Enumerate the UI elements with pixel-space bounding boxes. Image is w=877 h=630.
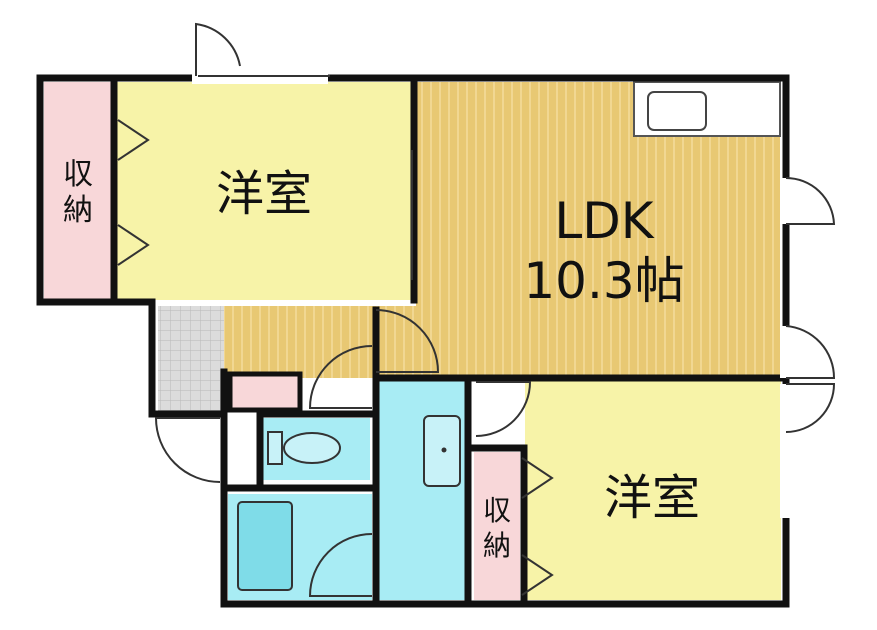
closet-right-floor [474, 452, 520, 600]
kitchen-sink [647, 91, 707, 131]
washroom-floor [378, 380, 466, 600]
shoe-box [227, 371, 303, 413]
toilet [267, 431, 341, 465]
closet-left-label-1: 収 [63, 157, 93, 192]
closet-right-label-2: 納 [483, 529, 511, 562]
bathtub [237, 501, 293, 591]
western-room-bottom-floor [525, 380, 781, 600]
ldk-label: LDK [554, 192, 654, 250]
washbasin-drain [441, 447, 447, 453]
ldk-size-label: 10.3帖 [523, 252, 684, 310]
closet-left-label-2: 納 [63, 193, 93, 228]
western-room-bottom-label: 洋室 [604, 470, 700, 526]
entrance-tile [158, 306, 224, 412]
closet-left-floor [44, 82, 112, 300]
western-room-top-label: 洋室 [216, 166, 312, 222]
doors [117, 22, 836, 597]
western-room-top-floor [116, 82, 414, 300]
closet-right-label-1: 収 [483, 494, 511, 527]
hall-floor [224, 306, 416, 378]
